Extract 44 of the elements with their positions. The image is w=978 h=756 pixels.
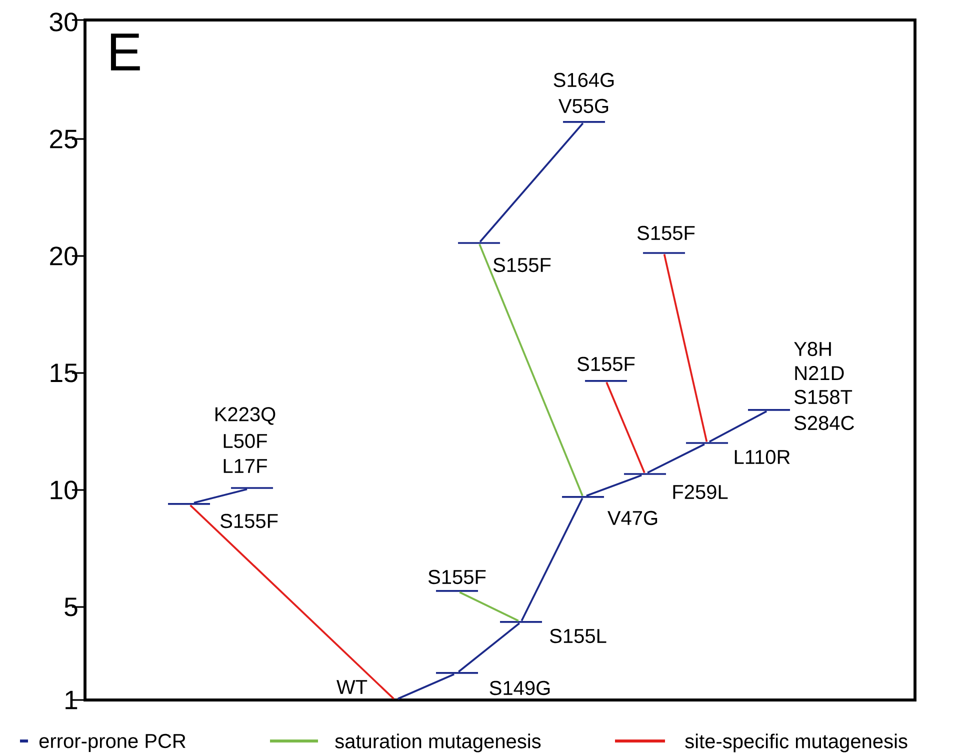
mutation-label: WT	[336, 680, 368, 694]
legend-label: saturation mutagenesis	[335, 734, 541, 752]
axis-tick-label: 15	[50, 364, 78, 382]
axis-tick-label: 30	[50, 12, 78, 32]
axis-tick-label: 10	[50, 480, 78, 500]
mutation-label: Y8H	[794, 342, 831, 356]
mutation-label: F259L	[673, 484, 728, 500]
lineage-line	[459, 591, 519, 622]
lineage-line	[606, 382, 646, 474]
mutation-label: S155F	[493, 258, 551, 272]
axis-tick-label: 20	[50, 246, 78, 266]
lineage-line	[190, 504, 394, 700]
lineage-line	[194, 488, 248, 504]
mutation-label: S284C	[794, 416, 854, 430]
mutation-label: L110R	[734, 450, 790, 464]
legend-label: error-prone PCR	[39, 734, 186, 752]
mutation-label: S164G	[554, 72, 614, 88]
mutation-label: K223Q	[216, 407, 276, 425]
lineage-line	[398, 673, 454, 700]
mutation-label: L17F	[224, 459, 267, 473]
panel-letter: E	[110, 34, 140, 70]
lineage-line	[663, 254, 708, 442]
lineage-line	[520, 498, 584, 622]
mutation-label: S149G	[490, 680, 550, 696]
mutation-label: L50F	[224, 434, 267, 448]
lineage-line	[708, 410, 768, 443]
mutation-label: S155L	[550, 628, 606, 644]
mutation-label: V55G	[558, 98, 608, 114]
mutation-label: S155F	[428, 570, 486, 584]
mutation-label: S158T	[794, 390, 852, 404]
mutation-label: S155F	[637, 226, 695, 240]
lineage-line	[479, 122, 584, 242]
axis-tick-label: 25	[50, 130, 78, 148]
axis-tick-label: 5	[64, 598, 78, 616]
lineage-line	[647, 443, 705, 474]
lineage-line	[458, 622, 520, 672]
lineage-line	[586, 474, 642, 497]
mutation-label: N21D	[795, 366, 844, 380]
mutation-label: S155F	[577, 356, 635, 372]
legend-label: site-specific mutagenesis	[685, 734, 908, 752]
mutation-label: S155F	[220, 514, 278, 528]
mutation-label: V47G	[608, 510, 658, 526]
lineage-line	[478, 244, 584, 496]
axis-tick-label: 1	[66, 690, 78, 710]
